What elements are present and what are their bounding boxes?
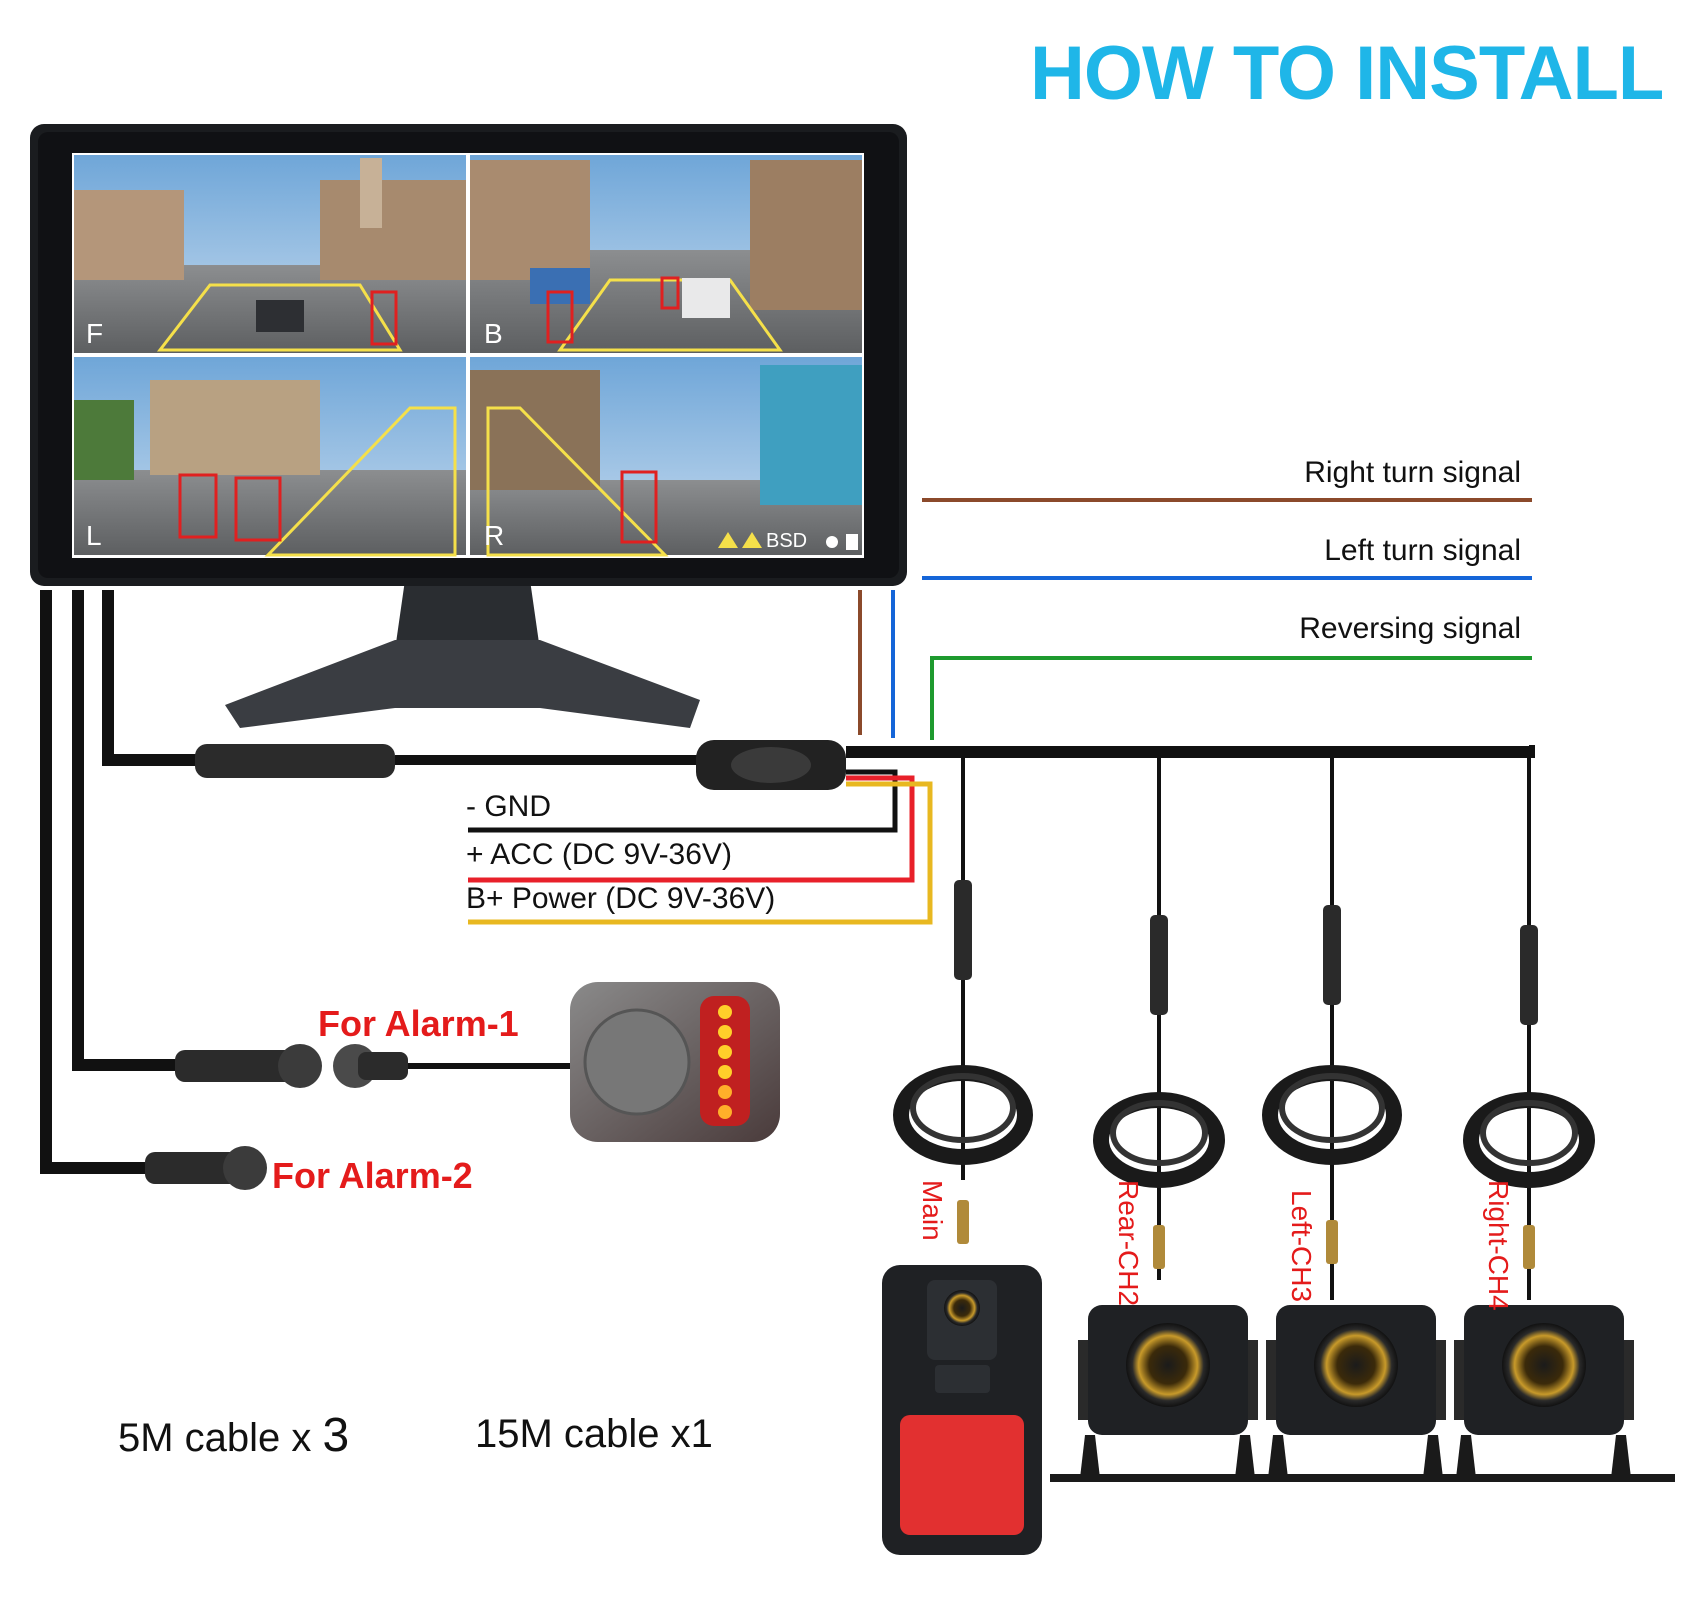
reversing-label: Reversing signal bbox=[1299, 612, 1521, 645]
connector-main bbox=[954, 880, 972, 980]
bsd-status: BSD bbox=[766, 530, 808, 552]
camera-ch4 bbox=[1454, 1305, 1634, 1435]
bplus-label: B+ Power (DC 9V-36V) bbox=[466, 882, 776, 915]
bplus-wire bbox=[468, 781, 933, 925]
camera-ch2 bbox=[1078, 1305, 1258, 1435]
cable-coil-ch3 bbox=[1262, 1065, 1402, 1165]
connector-ch4 bbox=[1520, 925, 1538, 1025]
camera-lens-ch4 bbox=[1502, 1323, 1586, 1407]
camera-label-ch4: Right-CH4 bbox=[1483, 1180, 1514, 1311]
camera-drops bbox=[893, 752, 1595, 1300]
monitor-stand-base bbox=[225, 640, 700, 728]
sd-card-icon bbox=[846, 534, 858, 550]
five-m-cable-label: 5M cable x 3 bbox=[118, 1408, 349, 1463]
gnd-label: - GND bbox=[466, 790, 551, 823]
alarm-led-bar bbox=[700, 996, 750, 1126]
page-title: HOW TO INSTALL bbox=[1030, 31, 1664, 116]
monitor-cable-connector bbox=[195, 744, 395, 778]
cable-coil-ch2 bbox=[1093, 1092, 1225, 1188]
warning-icon bbox=[718, 532, 738, 548]
signal-wires bbox=[858, 498, 1532, 740]
view-front bbox=[74, 155, 466, 353]
microphone-icon bbox=[826, 536, 838, 548]
camera-lens-ch2 bbox=[1126, 1323, 1210, 1407]
connector-ch3 bbox=[1323, 905, 1341, 1005]
view-left bbox=[74, 357, 466, 557]
camera-ch3 bbox=[1266, 1305, 1446, 1435]
right-turn-label: Right turn signal bbox=[1304, 456, 1521, 489]
speaker-grille-icon bbox=[583, 1008, 691, 1116]
connector-ch2 bbox=[1150, 915, 1168, 1015]
alarm2-label: For Alarm-2 bbox=[272, 1155, 473, 1196]
fifteen-m-cable-label: 15M cable x1 bbox=[475, 1412, 713, 1456]
acc-wire bbox=[468, 775, 915, 883]
camera-label-ch3: Left-CH3 bbox=[1286, 1190, 1317, 1303]
main-harness bbox=[102, 590, 1535, 925]
quad-label-right: R bbox=[484, 520, 505, 551]
adhesive-pad bbox=[900, 1415, 1024, 1535]
main-camera bbox=[882, 1265, 1042, 1555]
quad-label-left: L bbox=[86, 520, 102, 551]
camera-label-ch2: Rear-CH2 bbox=[1113, 1180, 1144, 1307]
camera-label-main: Main bbox=[917, 1180, 948, 1241]
monitor-stand-neck bbox=[395, 580, 540, 650]
left-turn-wire bbox=[891, 576, 1532, 738]
cable-coil-ch4 bbox=[1463, 1092, 1595, 1188]
quad-label-front: F bbox=[86, 318, 104, 349]
acc-label: + ACC (DC 9V-36V) bbox=[466, 838, 732, 871]
camera-lens-main bbox=[944, 1290, 980, 1326]
monitor bbox=[30, 124, 907, 728]
left-turn-label: Left turn signal bbox=[1324, 534, 1521, 567]
quad-label-back: B bbox=[484, 318, 503, 349]
warning-icon-2 bbox=[742, 532, 762, 548]
cable-coil-main bbox=[893, 1065, 1033, 1165]
alarm-wiring bbox=[40, 590, 780, 1190]
camera-lens-ch3 bbox=[1314, 1323, 1398, 1407]
gnd-wire bbox=[468, 769, 898, 833]
five-m-cable-count: 3 bbox=[322, 1409, 350, 1462]
alarm1-plug-b bbox=[358, 1052, 408, 1080]
five-m-cable-text: 5M cable x bbox=[118, 1416, 312, 1460]
view-back bbox=[470, 155, 862, 353]
alarm1-plug-a bbox=[175, 1050, 305, 1082]
alarm1-label: For Alarm-1 bbox=[318, 1003, 519, 1044]
view-right bbox=[470, 357, 862, 557]
reversing-wire bbox=[930, 656, 1532, 740]
